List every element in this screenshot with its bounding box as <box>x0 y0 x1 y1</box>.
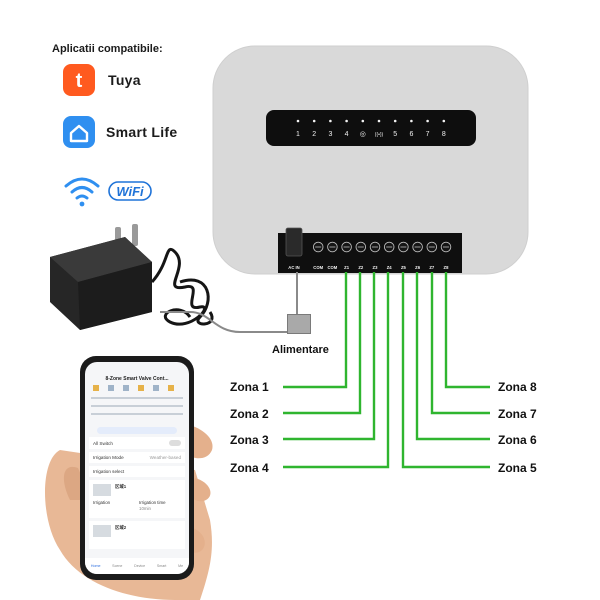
zone-1-label: Zona 1 <box>230 380 269 394</box>
zone-5-label: Zona 5 <box>498 461 537 475</box>
zone-wire-4 <box>283 272 390 469</box>
smart-life-app-icon <box>63 116 95 148</box>
all-switch-row: All Switch <box>89 437 185 449</box>
led-dot-10 <box>442 119 446 123</box>
led-dot-7 <box>393 119 397 123</box>
led-label-8: 6 <box>409 131 413 138</box>
app-header: 8-Zone Smart Valve Cont... <box>105 376 169 382</box>
power-adapter <box>50 224 302 333</box>
led-label-2: 2 <box>312 131 316 138</box>
irrigation-mode-label: Irrigation Mode <box>93 455 124 460</box>
power-cable <box>296 272 298 314</box>
led-label-10: 8 <box>442 131 446 138</box>
terminal-label-3: COM <box>328 265 338 270</box>
zone-card-1-time-value: 10min <box>139 506 151 511</box>
zone-card-1-time-label: Irrigation time <box>139 500 166 505</box>
all-switch-toggle[interactable] <box>169 440 181 446</box>
terminal-label-1: AC IN <box>288 265 299 270</box>
led-dot-4 <box>345 119 348 123</box>
wifi-badge: WiFi <box>108 181 152 201</box>
ac-plug <box>285 227 303 257</box>
nav-smart[interactable]: Smart <box>156 564 167 568</box>
wifi-badge-text: WiFi <box>116 184 144 199</box>
zone-4-label: Zona 4 <box>230 461 269 475</box>
zone-card-2-name: 区域2 <box>115 525 127 530</box>
terminal-label-2: COM <box>313 265 323 270</box>
led-dot-8 <box>410 119 413 123</box>
led-display-bar <box>266 110 476 146</box>
led-label-4: 4 <box>345 131 349 138</box>
zone-wire-6 <box>415 272 490 441</box>
svg-text:t: t <box>76 70 83 92</box>
led-label-6: ((•)) <box>375 132 384 138</box>
irrigation-mode-row[interactable]: Irrigation Mode Weather-based <box>89 452 185 463</box>
terminal-label-8: Z5 <box>401 265 407 270</box>
terminal-label-7: Z4 <box>387 265 393 270</box>
led-dot-9 <box>426 119 429 123</box>
led-label-9: 7 <box>426 131 430 138</box>
irrigation-select-row[interactable]: Irrigation select <box>89 466 185 477</box>
nav-me[interactable]: Me <box>178 564 184 568</box>
led-label-5: ◎ <box>360 131 366 138</box>
zone-wire-5 <box>401 272 490 469</box>
led-label-7: 5 <box>393 131 397 138</box>
phone-screen: 8-Zone Smart Valve Cont... All Switch Ir… <box>85 362 189 574</box>
zone-6-label: Zona 6 <box>498 433 537 447</box>
nav-device[interactable]: Device <box>134 564 146 568</box>
zone-wire-8 <box>444 272 490 389</box>
zone-8-label: Zona 8 <box>498 380 537 394</box>
zone-card-1-image <box>93 484 111 496</box>
irrigation-select-label: Irrigation select <box>93 469 125 474</box>
zone-wire-7 <box>430 272 490 415</box>
terminal-label-6: Z3 <box>373 265 379 270</box>
terminal-label-10: Z7 <box>429 265 435 270</box>
led-dot-6 <box>377 119 381 123</box>
compatible-apps-title: Aplicatii compatibile: <box>52 43 163 55</box>
zone-card-1-name: 区域1 <box>115 484 127 489</box>
bottom-nav: Home Scene Device Smart Me <box>85 558 189 574</box>
wifi-icon <box>63 174 101 213</box>
irrigation-mode-value: Weather-based <box>149 455 181 460</box>
zone-7-label: Zona 7 <box>498 407 537 421</box>
cable-junction <box>287 314 311 334</box>
zone-3-label: Zona 3 <box>230 433 269 447</box>
zone-card-2-image <box>93 525 111 537</box>
forecast-link[interactable] <box>97 427 177 434</box>
zone-wire-2 <box>283 272 362 415</box>
terminal-block <box>278 233 462 273</box>
nav-home[interactable]: Home <box>90 564 101 568</box>
zone-card-1-irrigation: Irrigation <box>93 500 111 505</box>
tuya-label: Tuya <box>108 72 141 88</box>
zone-wire-1 <box>283 272 348 389</box>
led-label-1: 1 <box>296 131 300 138</box>
valve-controller: 1 2 3 4 ◎ ((•)) 5 6 7 8 AC IN COM COM Z1 Z2 Z3 Z4 Z5 Z6 Z7… <box>212 45 529 275</box>
led-dot-3 <box>329 119 332 123</box>
zone-card-2[interactable]: 区域2 <box>89 521 185 549</box>
tuya-app-icon: t <box>63 64 95 96</box>
led-label-3: 3 <box>328 131 332 138</box>
terminal-label-5: Z2 <box>358 265 364 270</box>
all-switch-label: All Switch <box>93 440 113 446</box>
terminal-label-9: Z6 <box>415 265 421 270</box>
zone-card-1[interactable]: 区域1 Irrigation Irrigation time 10min <box>89 480 185 518</box>
power-label: Alimentare <box>272 344 329 356</box>
led-dot-1 <box>296 119 300 123</box>
weather-forecast <box>91 385 183 415</box>
led-dot-2 <box>312 119 316 123</box>
terminal-label-4: Z1 <box>344 265 350 270</box>
nav-scene[interactable]: Scene <box>112 564 123 568</box>
led-dot-5 <box>361 119 365 123</box>
terminal-label-11: Z8 <box>444 265 450 270</box>
zone-wire-3 <box>283 272 376 441</box>
smart-life-label: Smart Life <box>106 124 178 140</box>
zone-2-label: Zona 2 <box>230 407 269 421</box>
